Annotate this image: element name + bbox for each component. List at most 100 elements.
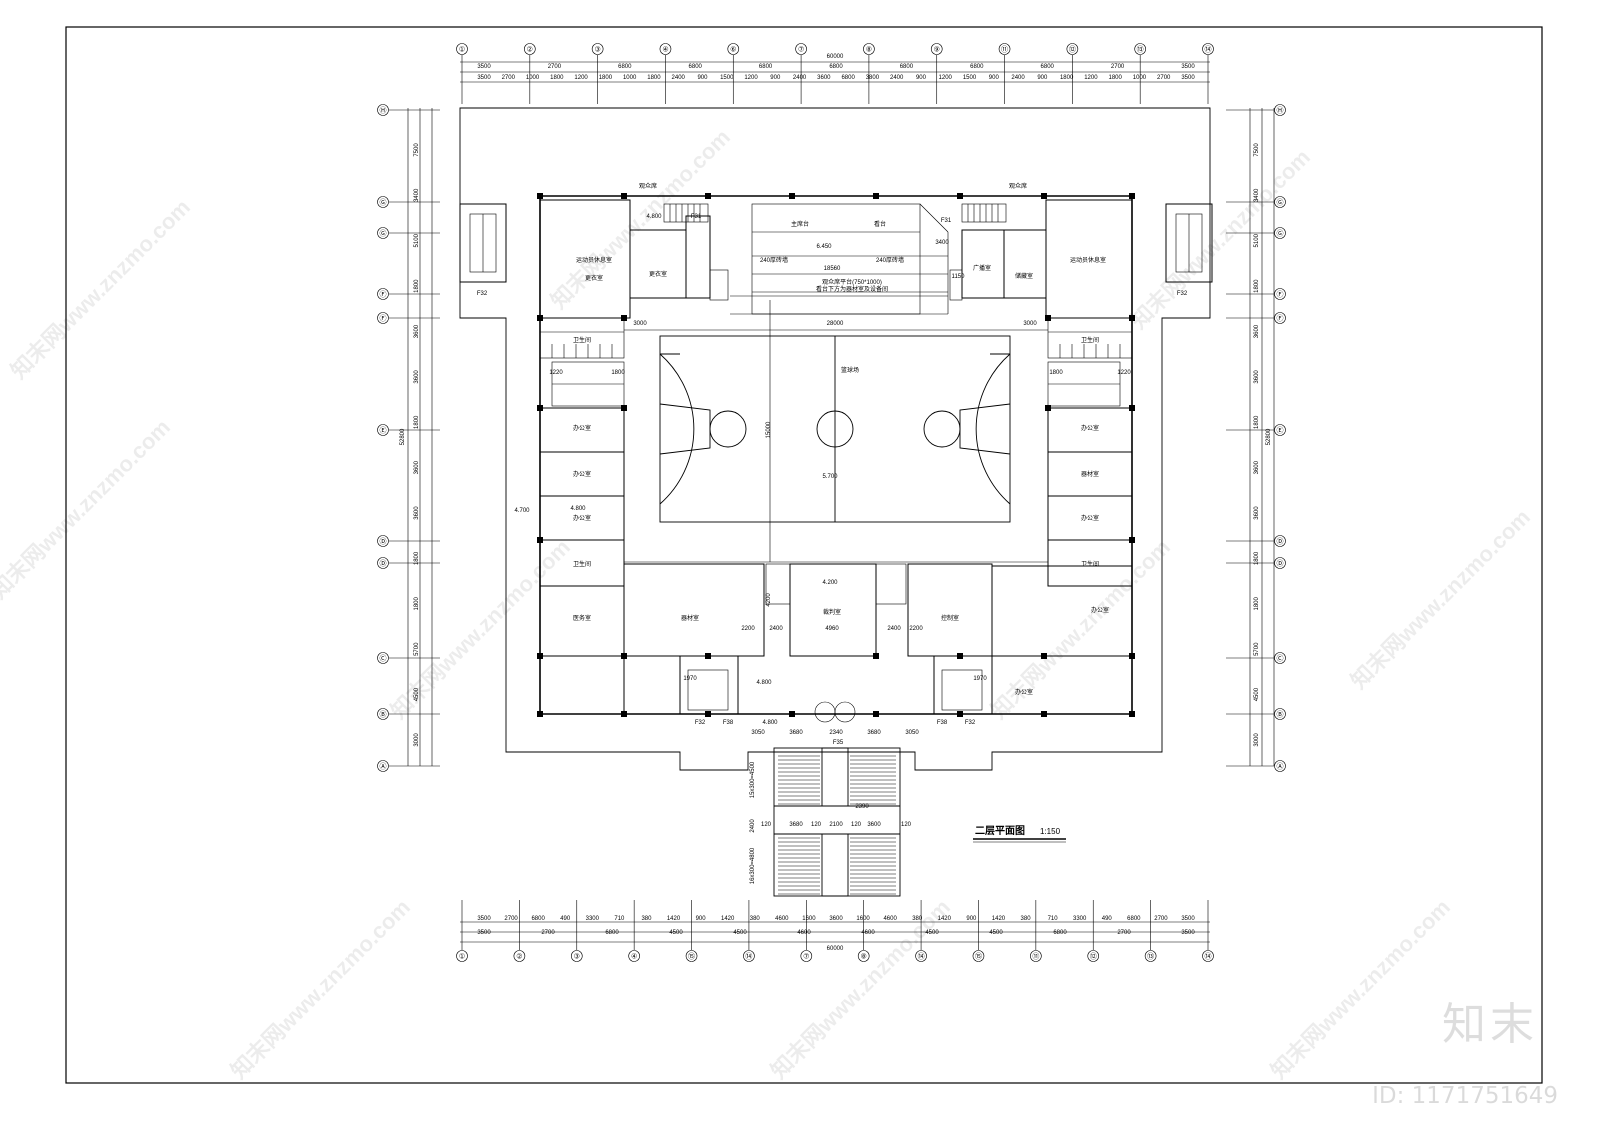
dim-bot1-8: 900: [696, 916, 707, 922]
dim-bot1-19: 1420: [992, 916, 1006, 922]
room-locker-left: 更衣室: [649, 270, 667, 278]
axis-bottom-11: ⑫: [1087, 950, 1100, 962]
dim-top1-4: 6800: [759, 64, 773, 70]
dim-court-1: 28000: [827, 321, 844, 327]
dim-side-right-7: 3600: [1254, 460, 1260, 474]
dim-bot2-4: 4500: [733, 930, 747, 936]
column-11: [1129, 315, 1135, 321]
axis-top-10: ⑬: [1134, 43, 1146, 55]
axis-right-4-label: Ⓕ: [1277, 315, 1284, 323]
dim-bot2-2: 6800: [605, 930, 619, 936]
axis-top-1: ②: [524, 43, 536, 55]
column-31: [1041, 711, 1047, 717]
dim-bot1-21: 710: [1048, 916, 1059, 922]
axis-right-4: Ⓕ: [1274, 312, 1286, 324]
axis-bottom-5-label: ⑭: [745, 953, 752, 961]
front-stair-treads: [778, 751, 896, 895]
dim-top2-10: 1500: [720, 75, 734, 81]
dim-top1-7: 6800: [970, 64, 984, 70]
dim-top2-16: 3800: [866, 75, 880, 81]
elev-floor: 4.800: [646, 214, 662, 220]
toilet-block-right: [1047, 317, 1133, 359]
axis-bottom-2: ③: [570, 950, 583, 962]
axis-right-0-label: Ⓗ: [1277, 107, 1284, 115]
dim-top1-5: 6800: [829, 64, 843, 70]
size-e-right: 2400: [887, 626, 901, 632]
elev-court: 5.700: [822, 474, 838, 480]
axis-top-2: ③: [591, 43, 604, 55]
dim-bot1-23: 490: [1102, 916, 1113, 922]
axis-right-2-label: Ⓖ: [1277, 230, 1284, 238]
room-storage: 储藏室: [1015, 272, 1033, 280]
room-toilet-right-2: 卫生间: [1081, 560, 1099, 568]
room-toilet-right: 卫生间: [1081, 336, 1099, 344]
room-office4: 医务室: [573, 614, 591, 622]
stair-tag-c: F35: [833, 740, 844, 746]
column-22: [957, 653, 963, 659]
axis-right-5-label: Ⓔ: [1277, 427, 1284, 435]
axis-top-7-label: ⑨: [934, 46, 940, 54]
stair-tag-a-lower-right: F32: [965, 720, 976, 726]
axis-bottom-3: ④: [628, 950, 640, 962]
dim-stair-4: 3050: [905, 730, 919, 736]
dim-stair-14: 16x300=4800: [750, 847, 756, 884]
dim-bot1-4: 3300: [586, 916, 600, 922]
dim-stair-3: 3680: [867, 730, 881, 736]
size-g-left: 1800: [611, 370, 625, 376]
dim-top2-4: 1200: [574, 75, 588, 81]
dim-side-left-9: 1800: [414, 551, 420, 565]
axis-top-9: ⑫: [1066, 43, 1079, 55]
column-27: [705, 711, 711, 717]
dim-top2-25: 1200: [1084, 75, 1098, 81]
stair-top-left: [663, 203, 729, 301]
dim-bot2-10: 2700: [1117, 930, 1131, 936]
axis-left-7-label: Ⓓ: [380, 560, 387, 568]
column-8: [537, 315, 543, 321]
dim-top1-6: 6800: [900, 64, 914, 70]
axis-left-7: Ⓓ: [377, 557, 389, 569]
column-30: [957, 711, 963, 717]
axis-bottom-11-label: ⑫: [1090, 953, 1097, 961]
axis-right-7: Ⓓ: [1274, 557, 1286, 569]
dim-stair-12: 2400: [750, 819, 756, 833]
dim-top2-22: 2400: [1011, 75, 1025, 81]
dim-bot1-9: 1420: [721, 916, 735, 922]
stair-top-right: [949, 203, 1007, 301]
dim-side-right-12: 4500: [1254, 687, 1260, 701]
column-7: [1129, 193, 1135, 199]
dim-bot1-11: 4600: [775, 916, 789, 922]
dim-bot1-16: 380: [912, 916, 923, 922]
axis-right-10: Ⓐ: [1274, 760, 1286, 772]
axis-top-4: ⑥: [727, 43, 740, 55]
dim-bot2-3: 4500: [669, 930, 683, 936]
column-1: [621, 193, 627, 199]
drawing-scale: 1:150: [1040, 827, 1061, 836]
size-c: 4960: [825, 626, 839, 632]
room-equipment: 器材室: [681, 614, 699, 622]
dim-bot1-10: 380: [750, 916, 761, 922]
front-grand-stair: [773, 747, 901, 897]
axis-left-5: Ⓔ: [377, 424, 389, 436]
dim-bot2-0: 3500: [477, 930, 491, 936]
dimension-lines: [407, 61, 1275, 943]
dim-top2-20: 1500: [963, 75, 977, 81]
axis-top-11-label: ⑭: [1205, 46, 1212, 54]
axis-left-0: Ⓗ: [377, 104, 389, 116]
dim-side-left-8: 3600: [414, 506, 420, 520]
axis-bottom-10: ⑪: [1030, 950, 1042, 962]
dim-top2-19: 1200: [939, 75, 953, 81]
dim-stair-6: 3680: [789, 822, 803, 828]
room-stand6: 看台下方为器材室及设备间: [816, 285, 888, 293]
size-h-right: 1970: [973, 676, 987, 682]
dim-side-left-12: 4500: [414, 687, 420, 701]
axis-bottom-7-label: ⑧: [861, 953, 867, 961]
size-f-left: 1220: [549, 370, 563, 376]
size-i: 1150: [952, 274, 966, 280]
elev-side: 4.700: [514, 508, 530, 514]
dim-top2-24: 1800: [1060, 75, 1074, 81]
room-broadcast: 广播室: [973, 264, 991, 272]
dim-side-right-3: 1800: [1254, 279, 1260, 293]
axis-top-8-label: ⑪: [1001, 46, 1008, 54]
